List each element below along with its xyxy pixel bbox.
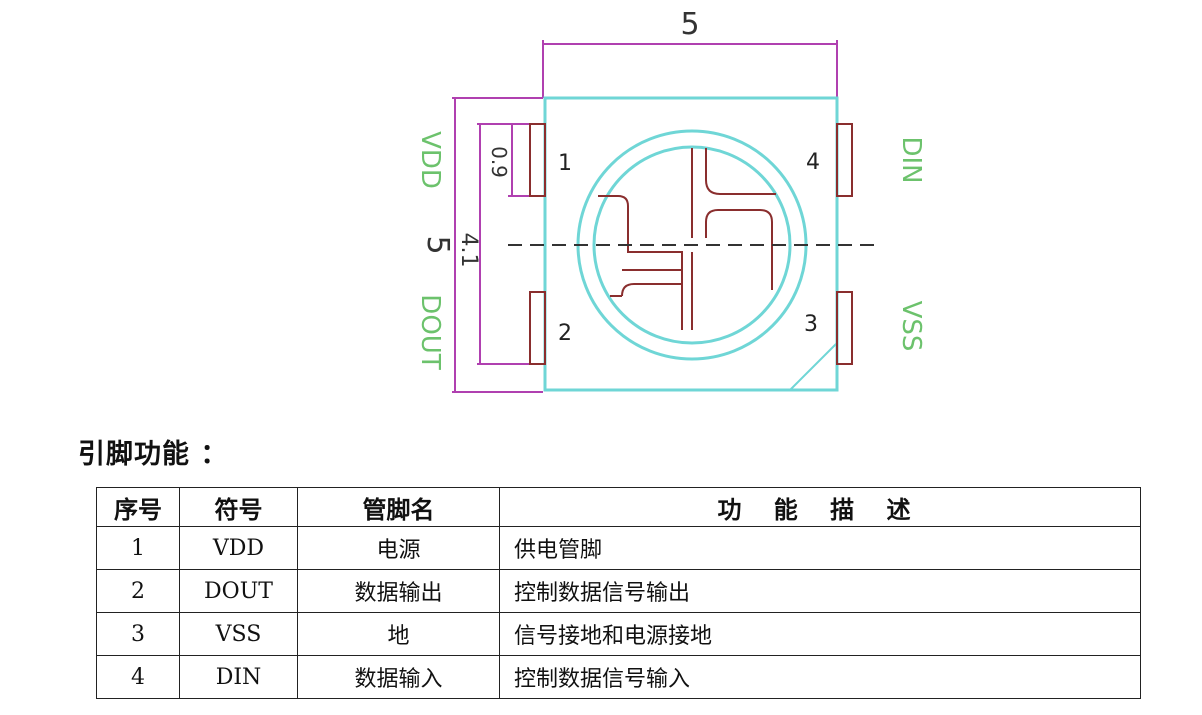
header-index: 序号	[96, 487, 180, 527]
cell-description: 控制数据信号输出	[499, 569, 1141, 613]
table-row: 3 VSS 地 信号接地和电源接地	[96, 612, 1141, 656]
package-diagram: 5 5 4.1 0.9 1 2 3	[415, 7, 926, 393]
package-body	[543, 96, 839, 392]
cell-symbol: DIN	[179, 655, 298, 699]
cell-pin-name: 数据输出	[297, 569, 500, 613]
cell-description: 信号接地和电源接地	[499, 612, 1141, 656]
header-symbol: 符号	[179, 487, 298, 527]
cell-index: 2	[96, 569, 180, 613]
pad-3	[836, 291, 853, 365]
top-dimension	[542, 40, 838, 98]
cell-symbol: VSS	[179, 612, 298, 656]
pad-2	[529, 291, 546, 365]
table-row: 1 VDD 电源 供电管脚	[96, 526, 1141, 570]
cell-pin-name: 地	[297, 612, 500, 656]
pads	[529, 123, 853, 365]
table-header-row: 序号 符号 管脚名 功 能 描 述	[96, 487, 1141, 527]
inner-dimension	[477, 123, 530, 365]
pad-4	[836, 123, 853, 197]
signal-label-vdd: VDD	[415, 131, 445, 189]
table-row: 4 DIN 数据输入 控制数据信号输入	[96, 655, 1141, 699]
side-dimension-label: 5	[420, 235, 455, 254]
pin1-chamfer	[789, 342, 838, 391]
pin-function-table: 序号 符号 管脚名 功 能 描 述 1 VDD 电源 供电管脚 2 DOUT 数…	[96, 487, 1141, 699]
side-dimension	[452, 97, 543, 393]
cell-symbol: VDD	[179, 526, 298, 570]
pin-number-4: 4	[806, 150, 820, 175]
top-dimension-label: 5	[680, 7, 699, 42]
cell-pin-name: 数据输入	[297, 655, 500, 699]
cell-index: 1	[96, 526, 180, 570]
pin-number-1: 1	[558, 151, 572, 176]
pin-number-3: 3	[804, 312, 818, 337]
header-description: 功 能 描 述	[499, 487, 1141, 527]
cell-symbol: DOUT	[179, 569, 298, 613]
table-row: 2 DOUT 数据输出 控制数据信号输出	[96, 569, 1141, 613]
lens-inner-ring	[592, 145, 792, 345]
cell-index: 4	[96, 655, 180, 699]
cell-description: 供电管脚	[499, 526, 1141, 570]
section-heading: 引脚功能 ：	[78, 439, 229, 470]
pin-number-2: 2	[558, 321, 572, 346]
signal-label-dout: DOUT	[415, 294, 445, 370]
pad-dimension-label: 0.9	[487, 146, 511, 178]
cell-index: 3	[96, 612, 180, 656]
die-traces	[598, 148, 776, 330]
cell-pin-name: 电源	[297, 526, 500, 570]
signal-label-vss: VSS	[896, 301, 926, 352]
pad-1	[529, 123, 546, 197]
inner-dimension-label: 4.1	[456, 233, 481, 268]
signal-label-din: DIN	[896, 136, 926, 183]
header-pin-name: 管脚名	[297, 487, 500, 527]
cell-description: 控制数据信号输入	[499, 655, 1141, 699]
